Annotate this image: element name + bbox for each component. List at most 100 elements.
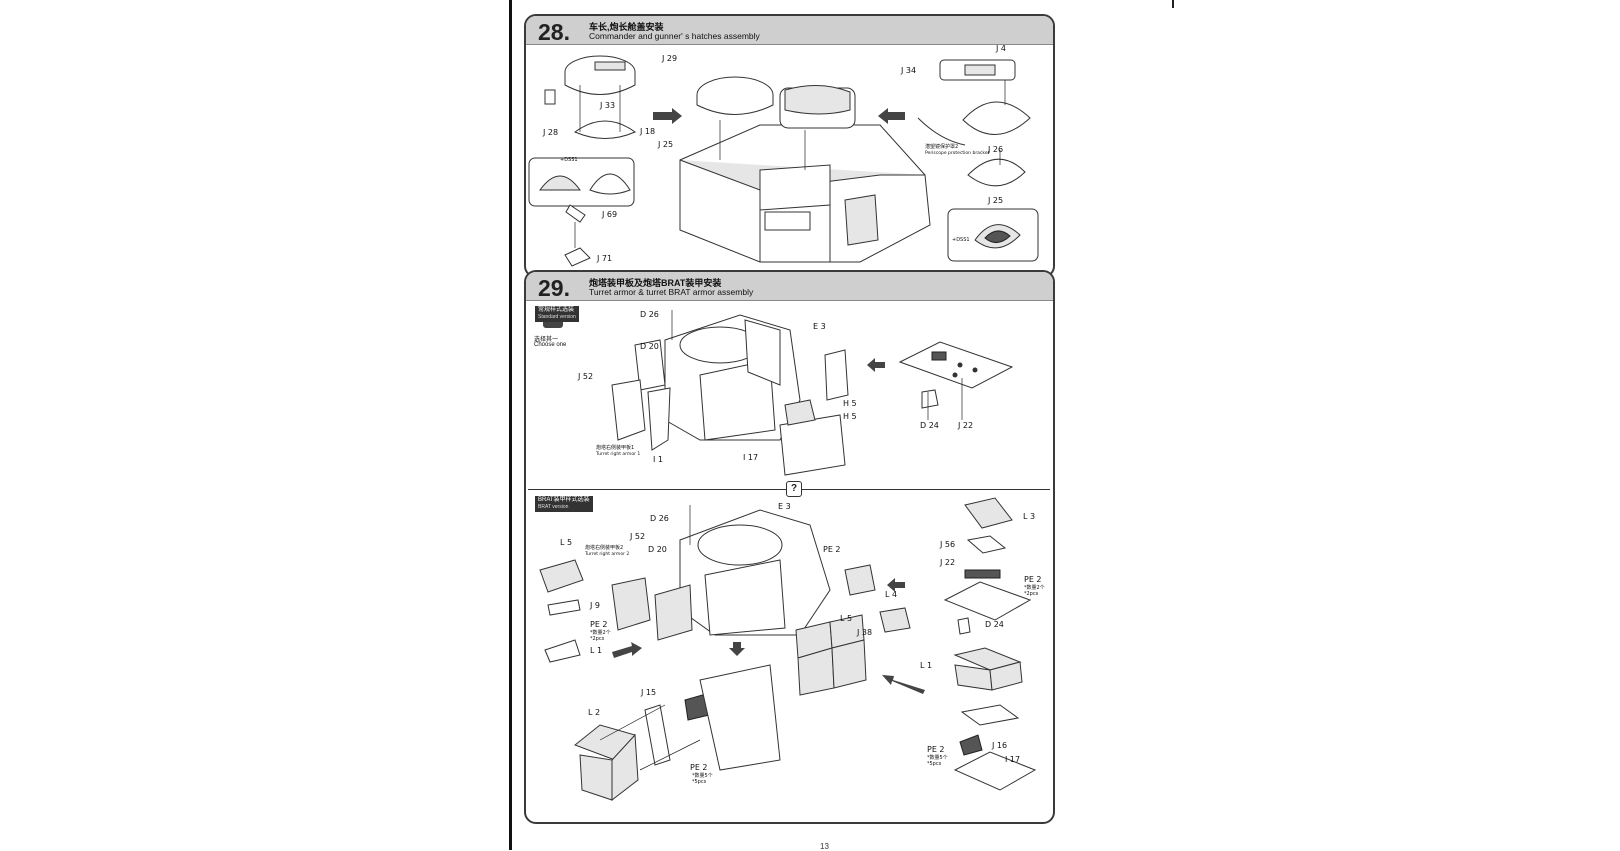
callout-label: J 52 bbox=[577, 372, 593, 381]
callout-label: J 38 bbox=[856, 628, 872, 637]
callout-label: L 1 bbox=[920, 661, 932, 670]
step-28-detail-inset bbox=[528, 157, 635, 207]
callout-label: D 26 bbox=[650, 514, 669, 523]
callout-label: PE 2 bbox=[823, 545, 841, 554]
callout-label: J 22 bbox=[939, 558, 955, 567]
step-28-hatch-right bbox=[917, 59, 1031, 187]
arrow-down-icon bbox=[729, 642, 745, 656]
step-29-header: 29. 炮塔装甲板及炮塔BRAT装甲安装 Turret armor & turr… bbox=[526, 272, 1053, 301]
callout-label: H 5 bbox=[843, 399, 857, 408]
choose-one-label-cn: 选择其一 bbox=[534, 337, 559, 343]
callout-label: L 1 bbox=[590, 646, 602, 655]
qty-note: *数量5个 bbox=[692, 772, 713, 779]
callout-label: J 25 bbox=[657, 140, 673, 149]
qty-note: *数量2个 bbox=[1024, 584, 1045, 591]
arrow-left-icon bbox=[878, 108, 905, 124]
brat-label-en: BRAT version bbox=[538, 504, 569, 510]
callout-label: J 52 bbox=[629, 532, 645, 541]
callout-label: I 17 bbox=[1005, 755, 1020, 764]
qty-note: *5pcs bbox=[692, 779, 707, 785]
standard-roof-plate bbox=[898, 341, 1014, 420]
qty-note: *2pcs bbox=[590, 636, 605, 642]
option-question-icon: ? bbox=[786, 481, 802, 497]
brat-label-cn: BRAT装甲样式选装 bbox=[538, 497, 590, 503]
step-28-turret-body bbox=[679, 76, 931, 263]
brat-version-label: BRAT装甲样式选装 BRAT version bbox=[535, 496, 593, 512]
brat-right-parts bbox=[943, 497, 1032, 635]
callout-label: H 5 bbox=[843, 412, 857, 421]
callout-label: D 24 bbox=[985, 620, 1004, 629]
turret-armor-note-cn: 炮塔右侧装甲板2 bbox=[585, 544, 623, 551]
page-binder-edge bbox=[509, 0, 512, 850]
callout-label: L 2 bbox=[588, 708, 600, 717]
turret-armor-note-en: Turret right armor 2 bbox=[584, 551, 629, 557]
callout-label: L 5 bbox=[840, 614, 852, 623]
page-number: 13 bbox=[820, 842, 829, 851]
callout-label: J 16 bbox=[991, 741, 1007, 750]
callout-label: J 71 bbox=[596, 254, 612, 263]
standard-side-plates bbox=[611, 319, 849, 476]
callout-label: J 28 bbox=[542, 128, 558, 137]
brat-lower-left-parts bbox=[574, 664, 781, 802]
periscope-note-en: Periscope protection bracket bbox=[925, 150, 990, 156]
standard-label-en: Standard version bbox=[538, 314, 576, 320]
callout-label: PE 2 bbox=[690, 763, 708, 772]
callout-label: E 3 bbox=[778, 502, 791, 511]
callout-label: L 5 bbox=[560, 538, 572, 547]
callout-label: L 4 bbox=[885, 590, 897, 599]
qty-note: *2pcs bbox=[1024, 591, 1039, 597]
callout-label: J 33 bbox=[599, 101, 615, 110]
arrow-left-icon bbox=[867, 358, 885, 372]
arrow-right-icon bbox=[653, 108, 682, 124]
callout-label: L 3 bbox=[1023, 512, 1035, 521]
qty-note: *5pcs bbox=[927, 761, 942, 767]
periscope-note-cn: 潜望镜保护罩2 bbox=[925, 143, 958, 150]
tag-label: +DSS1 bbox=[952, 237, 970, 243]
brat-armor-blocks bbox=[539, 559, 911, 696]
turret-armor-note-en: Turret right armor 1 bbox=[595, 451, 640, 457]
step-title-en: Commander and gunner' s hatches assembly bbox=[589, 31, 760, 41]
step-28-hatch-left bbox=[544, 55, 636, 139]
standard-label-cn: 常规样式选装 bbox=[538, 307, 575, 313]
callout-label: D 20 bbox=[640, 342, 659, 351]
step-title-cn: 车长,炮长舱盖安装 bbox=[589, 22, 664, 32]
callout-label: J 15 bbox=[640, 688, 656, 697]
brat-lower-right-parts bbox=[953, 647, 1037, 791]
callout-label: J 22 bbox=[957, 421, 973, 430]
callout-label: D 24 bbox=[920, 421, 939, 430]
callout-label: J 29 bbox=[661, 54, 677, 63]
callout-label: D 20 bbox=[648, 545, 667, 554]
callout-label: J 56 bbox=[939, 540, 955, 549]
callout-label: J 9 bbox=[589, 601, 600, 610]
step-28-detail-inset-right bbox=[947, 208, 1039, 262]
callout-label: J 25 bbox=[987, 196, 1003, 205]
step-title-cn: 炮塔装甲板及炮塔BRAT装甲安装 bbox=[589, 278, 722, 288]
qty-note: *数量2个 bbox=[590, 629, 611, 636]
arrow-right-icon bbox=[612, 642, 642, 658]
callout-label: PE 2 bbox=[927, 745, 945, 754]
brat-turret-body bbox=[679, 505, 831, 636]
standard-version-label: 常规样式选装 Standard version bbox=[535, 306, 579, 322]
callout-label: E 3 bbox=[813, 322, 826, 331]
callout-label: J 26 bbox=[987, 145, 1003, 154]
choose-one-label-en: Choose one bbox=[534, 342, 567, 348]
step-number: 29. bbox=[538, 275, 570, 301]
page-corner-mark bbox=[1172, 0, 1174, 8]
callout-label: PE 2 bbox=[590, 620, 608, 629]
callout-label: J 69 bbox=[601, 210, 617, 219]
callout-label: D 26 bbox=[640, 310, 659, 319]
callout-label: I 17 bbox=[743, 453, 758, 462]
callout-label: I 1 bbox=[653, 455, 663, 464]
step-number: 28. bbox=[538, 19, 570, 45]
callout-label: J 4 bbox=[995, 44, 1006, 53]
turret-armor-note-cn: 炮塔右侧装甲板1 bbox=[596, 444, 634, 451]
step-title-en: Turret armor & turret BRAT armor assembl… bbox=[589, 287, 754, 297]
step-28-header: 28. 车长,炮长舱盖安装 Commander and gunner' s ha… bbox=[526, 16, 1053, 45]
arrow-left-icon bbox=[887, 578, 905, 592]
arrow-diagonal-icon bbox=[882, 675, 925, 694]
callout-label: PE 2 bbox=[1024, 575, 1042, 584]
callout-label: J 18 bbox=[639, 127, 655, 136]
tag-label: +DSS1 bbox=[560, 157, 578, 163]
